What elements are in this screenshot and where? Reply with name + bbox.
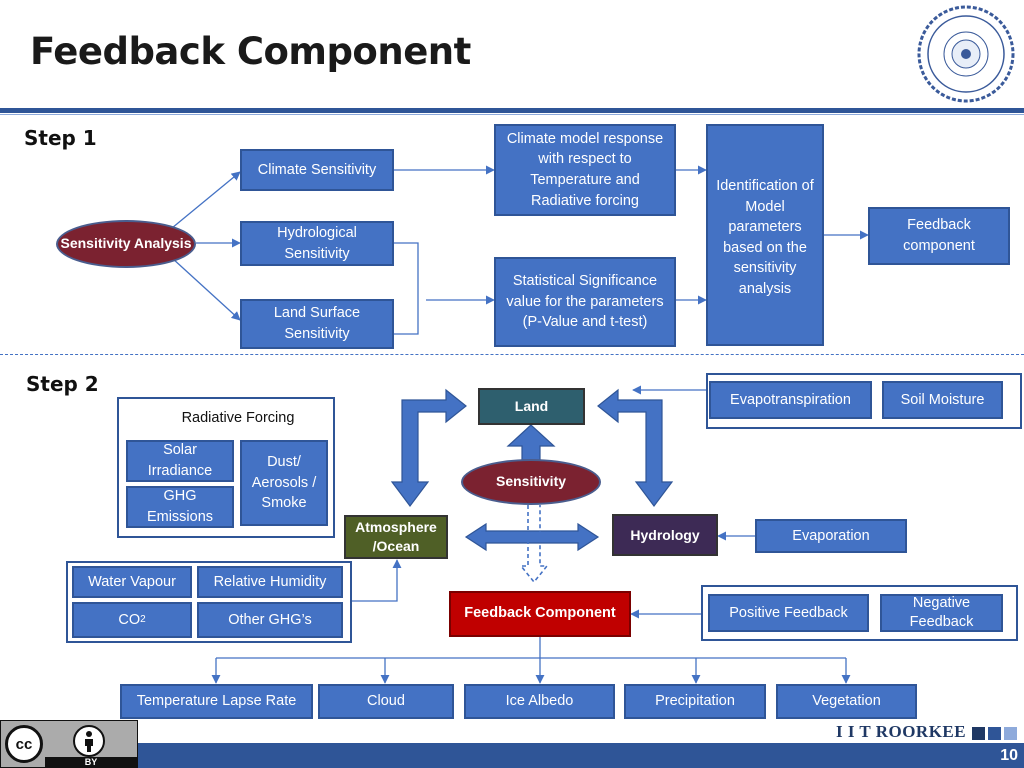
iit-roorkee-brand: I I T ROORKEE bbox=[836, 722, 967, 741]
feedback-component-node: Feedback Component bbox=[449, 591, 631, 637]
soil-moisture-box: Soil Moisture bbox=[882, 381, 1003, 419]
output-cloud: Cloud bbox=[318, 684, 454, 719]
hydrology-node: Hydrology bbox=[612, 514, 718, 556]
output-precipitation: Precipitation bbox=[624, 684, 766, 719]
evapotranspiration-box: Evapotranspiration bbox=[709, 381, 872, 419]
output-temperature-lapse-rate: Temperature Lapse Rate bbox=[120, 684, 313, 719]
climate-sensitivity-box: Climate Sensitivity bbox=[240, 149, 394, 191]
relative-humidity-box: Relative Humidity bbox=[197, 566, 343, 598]
page-number: 10 bbox=[1000, 747, 1018, 764]
step1-label: Step 1 bbox=[24, 126, 97, 150]
sensitivity-node: Sensitivity bbox=[461, 459, 601, 505]
dust-aerosols-box: Dust/ Aerosols / Smoke bbox=[240, 440, 328, 526]
land-surface-sensitivity-box: Land Surface Sensitivity bbox=[240, 299, 394, 349]
other-ghg-box: Other GHG’s bbox=[197, 602, 343, 638]
step-divider bbox=[0, 354, 1024, 355]
brand-square-3 bbox=[1004, 727, 1017, 740]
identification-box: Identification of Model parameters based… bbox=[706, 124, 824, 346]
cc-license-badge[interactable]: cc BY bbox=[0, 720, 138, 768]
feedback-component-step1-box: Feedback component bbox=[868, 207, 1010, 265]
title-divider-thin bbox=[0, 114, 1024, 115]
atmosphere-ocean-node: Atmosphere /Ocean bbox=[344, 515, 448, 559]
page-title: Feedback Component bbox=[30, 30, 471, 73]
ghg-emissions-box: GHG Emissions bbox=[126, 486, 234, 528]
step2-label: Step 2 bbox=[26, 372, 99, 396]
sensitivity-analysis-node: Sensitivity Analysis bbox=[56, 220, 196, 268]
evaporation-box: Evaporation bbox=[755, 519, 907, 553]
institute-logo bbox=[916, 4, 1016, 104]
radiative-forcing-label: Radiative Forcing bbox=[181, 410, 295, 426]
positive-feedback-box: Positive Feedback bbox=[708, 594, 869, 632]
climate-model-response-box: Climate model response with respect to T… bbox=[494, 124, 676, 216]
negative-feedback-box: Negative Feedback bbox=[880, 594, 1003, 632]
brand-square-1 bbox=[972, 727, 985, 740]
brand-square-2 bbox=[988, 727, 1001, 740]
water-vapour-box: Water Vapour bbox=[72, 566, 192, 598]
statistical-significance-box: Statistical Significance value for the p… bbox=[494, 257, 676, 347]
co2-label: CO bbox=[118, 611, 141, 628]
solar-irradiance-box: Solar Irradiance bbox=[126, 440, 234, 482]
land-node: Land bbox=[478, 388, 585, 425]
output-vegetation: Vegetation bbox=[776, 684, 917, 719]
output-ice-albedo: Ice Albedo bbox=[464, 684, 615, 719]
title-divider bbox=[0, 108, 1024, 113]
license-by-label: BY bbox=[45, 757, 137, 768]
cc-icon: cc bbox=[5, 725, 43, 763]
co2-subscript: 2 bbox=[140, 613, 146, 625]
attribution-person-icon bbox=[73, 725, 105, 757]
hydrological-sensitivity-box: Hydrological Sensitivity bbox=[240, 221, 394, 266]
footer-bar bbox=[0, 743, 1024, 768]
